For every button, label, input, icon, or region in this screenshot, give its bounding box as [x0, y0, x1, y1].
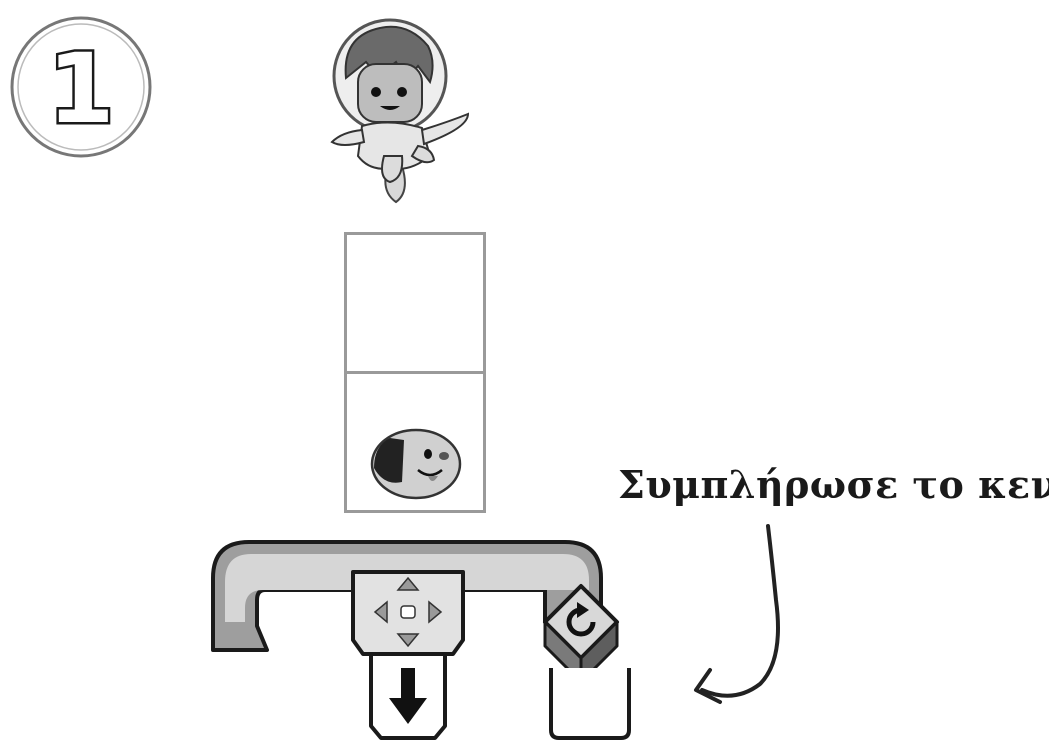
hand-drawn-arrow-icon [680, 520, 800, 720]
instruction-text: Συμπλήρωσε το κενό [618, 462, 1049, 507]
move-down-block[interactable] [371, 654, 445, 738]
program-block [205, 530, 655, 742]
grid-cell-1 [346, 234, 485, 373]
exercise-number: 1 [48, 33, 115, 145]
dog-icon [372, 430, 460, 498]
direction-pad-icon[interactable] [353, 572, 463, 654]
astronaut-girl-icon [318, 6, 478, 206]
grid-board [344, 232, 486, 514]
empty-slot[interactable] [551, 668, 629, 738]
exercise-number-badge: 1 [8, 14, 154, 160]
